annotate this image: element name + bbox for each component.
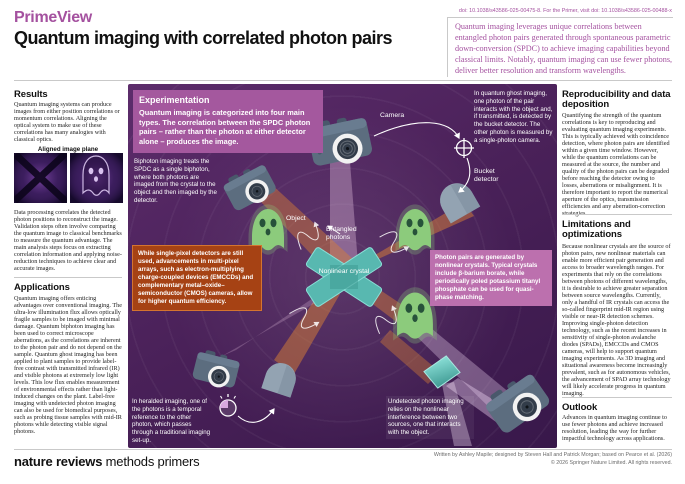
- experimentation-box: Experimentation Quantum imaging is categ…: [133, 90, 323, 153]
- summary-paragraph: Quantum imaging leverages unique correla…: [447, 17, 673, 77]
- camera-icon: [486, 374, 550, 433]
- stopwatch-icon: [219, 394, 237, 417]
- bucket-detector-icon: [261, 362, 296, 398]
- kicker: PrimeView: [14, 9, 92, 26]
- reproducibility-heading: Reproducibility and data deposition: [562, 89, 671, 111]
- experimentation-intro: Quantum imaging is categorized into four…: [139, 108, 311, 146]
- experimentation-heading: Experimentation: [139, 95, 210, 105]
- applications-heading: Applications: [14, 282, 70, 293]
- right-divider-2: [562, 397, 672, 398]
- credit-line-2: © 2026 Springer Nature Limited. All righ…: [550, 459, 672, 466]
- photon-swirl-icon: [289, 221, 410, 335]
- ghost-object-icon: [393, 287, 437, 344]
- bucket-detector-icon: [440, 183, 481, 224]
- nonlinear-crystal-label: Nonlinear crystal: [318, 268, 370, 275]
- crystal-callout: Photon pairs are generated by nonlinear …: [430, 250, 552, 307]
- detector-callout: While single-pixel detectors are still u…: [132, 245, 262, 312]
- applications-para: Quantum imaging offers enticing advantag…: [14, 295, 122, 435]
- reproducibility-body: Quantifying the strength of the quantum …: [562, 112, 670, 217]
- results-para2: Data processing correlates the detected …: [14, 209, 122, 272]
- journal-brand: nature reviews methods primers: [14, 454, 200, 469]
- results-heading: Results: [14, 89, 48, 100]
- outlook-heading: Outlook: [562, 402, 598, 413]
- coincidence-icon: [454, 138, 474, 158]
- quantum-imaging-diagram: [192, 117, 550, 446]
- ghost-object-icon: [248, 204, 288, 255]
- aligned-image-figure: [14, 153, 123, 203]
- header-rule: [14, 80, 672, 81]
- quantum-image-ghost: [70, 153, 123, 203]
- ghost-imaging-note: In quantum ghost imaging, one photon of …: [474, 90, 553, 144]
- doi-line: doi: 10.1038/s43586-025-00475-8. For the…: [458, 8, 672, 14]
- footer-rule: [14, 449, 672, 450]
- results-para1: Quantum imaging systems can produce imag…: [14, 101, 120, 143]
- stopwatch-to-detector-arrow: [237, 408, 275, 423]
- limitations-heading: Limitations and optimizations: [562, 219, 631, 241]
- heralded-note: In heralded imaging, one of the photons …: [132, 398, 211, 445]
- quantum-image-x: [14, 153, 67, 203]
- experimentation-panel: Experimentation Quantum imaging is categ…: [128, 84, 557, 448]
- credits: Written by Ashley Mapile; designed by St…: [352, 452, 672, 468]
- nonlinear-crystal-icon: [305, 247, 383, 307]
- left-divider: [14, 277, 122, 278]
- coincidence-to-bucket-arrow: [458, 157, 471, 193]
- object-label: Object: [286, 215, 306, 222]
- camera-label: Camera: [380, 112, 405, 119]
- undetected-note: Undetected photon imaging relies on the …: [386, 396, 474, 440]
- camera-icon: [223, 165, 276, 211]
- ghost-object-icon: [395, 204, 435, 255]
- limitations-body: Because nonlinear crystals are the sourc…: [562, 243, 671, 397]
- journal-brand-bold: nature reviews: [14, 454, 103, 469]
- small-crystal-icon: [423, 355, 461, 389]
- figure-caption: Aligned image plane: [37, 146, 99, 153]
- journal-brand-light: methods primers: [102, 454, 200, 469]
- bucket-detector-label: Bucket detector: [474, 168, 499, 183]
- right-divider-1: [562, 214, 672, 215]
- entangled-pointer-arrow: [327, 225, 341, 235]
- outlook-body: Advances in quantum imaging continue to …: [562, 414, 667, 442]
- credit-line-1: Written by Ashley Mapile; designed by St…: [433, 452, 672, 458]
- camera-to-coincidence-arrow: [373, 122, 460, 139]
- entangled-photons-label: Entangled photons: [326, 226, 357, 241]
- page-title: Quantum imaging with correlated photon p…: [14, 28, 393, 48]
- biphoton-note: Biphoton imaging treats the SPDC as a si…: [134, 158, 217, 205]
- camera-icon: [192, 350, 240, 388]
